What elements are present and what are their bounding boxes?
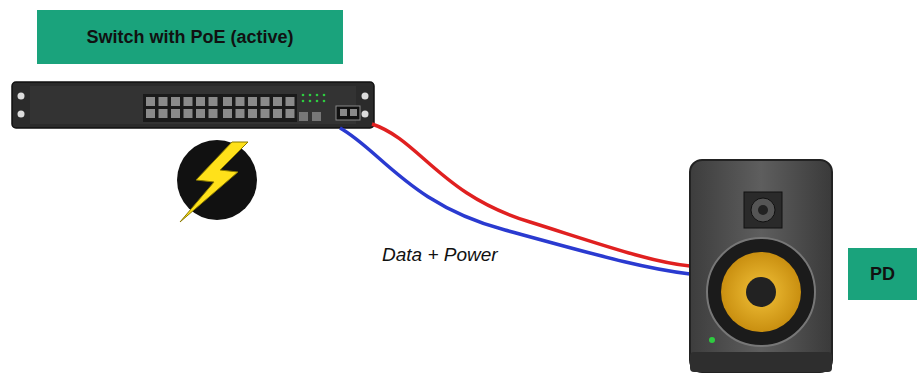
box-label: Switch with PoE (active) [86, 27, 293, 48]
box-label: PD [870, 264, 895, 285]
cable-blue [340, 128, 690, 274]
cable-label: Data + Power [382, 244, 498, 266]
power-symbol [177, 140, 257, 222]
cable-red [372, 124, 690, 266]
label-box: PD [848, 248, 917, 300]
poe-switch [12, 82, 374, 128]
label-box: Switch with PoE (active) [37, 10, 343, 64]
speaker [690, 160, 832, 372]
